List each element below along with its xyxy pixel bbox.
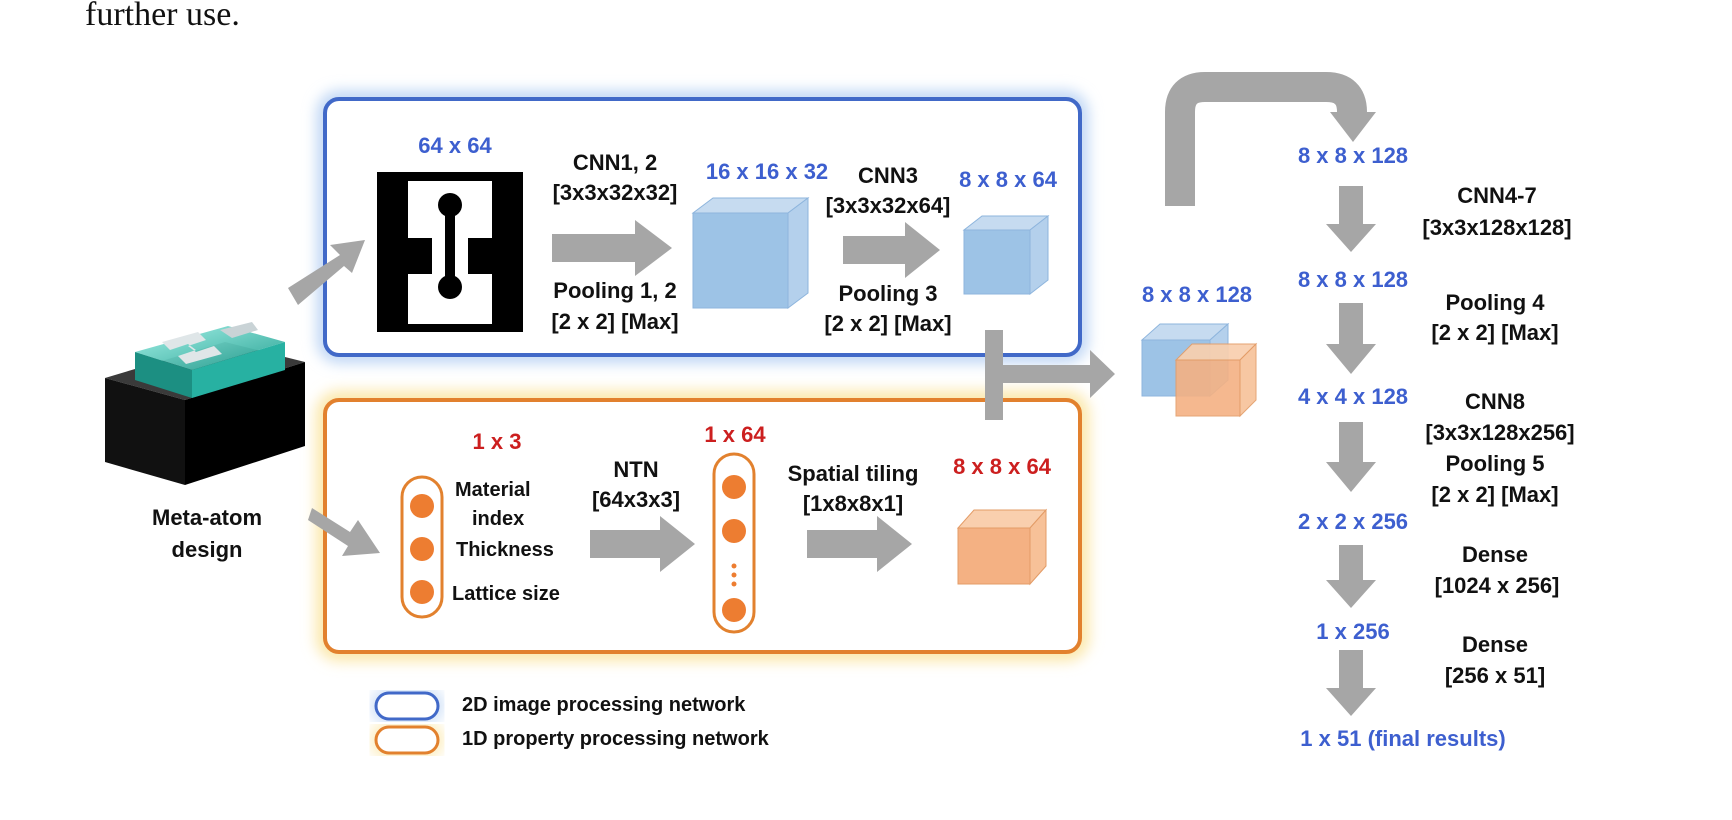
ntn-ellipsis-dot — [731, 581, 737, 587]
arrow-to-image — [288, 240, 365, 305]
body-text-fragment: further use. — [85, 0, 240, 33]
label-size-right-5: 1 x 256 — [1316, 619, 1390, 644]
label-size-right-2: 8 x 8 x 128 — [1297, 267, 1409, 292]
label-op-dense1: Dense — [1461, 542, 1529, 567]
label-size-1x64: 1 x 64 — [704, 422, 766, 447]
label-size-right-3: 4 x 4 x 128 — [1297, 384, 1409, 409]
label-pool3-name: Pooling 3 — [838, 281, 938, 306]
label-size-right-4: 2 x 2 x 256 — [1297, 509, 1409, 534]
legend-blue-swatch — [374, 691, 440, 721]
label-tiling-name: Spatial tiling — [787, 461, 919, 486]
label-op-cnn8: CNN8 — [1465, 389, 1525, 414]
ntn-dot — [722, 598, 746, 622]
label-op-pool5: Pooling 5 — [1445, 451, 1545, 476]
ntn-dot — [722, 475, 746, 499]
label-op-pool4: Pooling 4 — [1445, 290, 1545, 315]
label-concat-size: 8 x 8 x 128 — [1141, 282, 1253, 307]
label-op-cnn47: CNN4-7 — [1457, 183, 1537, 208]
label-op-pool4-dims: [2 x 2] [Max] — [1431, 320, 1559, 345]
label-cnn3-dims: [3x3x32x64] — [825, 193, 951, 218]
label-op-dense2-dims: [256 x 51] — [1444, 663, 1546, 688]
label-cnn12-dims: [3x3x32x32] — [552, 180, 678, 205]
legend-orange-swatch — [374, 725, 440, 755]
label-prop-material: Material — [455, 479, 531, 501]
legend-label-2d: 2D image processing network — [462, 694, 746, 716]
label-ntn-name: NTN — [613, 457, 659, 482]
concat-arrow — [1003, 350, 1115, 398]
label-cnn3-name: CNN3 — [858, 163, 918, 188]
label-cnn12-name: CNN1, 2 — [572, 150, 658, 175]
meta-atom-block — [105, 322, 305, 485]
label-prop-thickness: Thickness — [456, 539, 554, 561]
label-blue-8x8x64: 8 x 8 x 64 — [959, 167, 1057, 192]
property-dot — [410, 494, 434, 518]
arrow-cnn12 — [552, 220, 672, 276]
property-dot — [410, 580, 434, 604]
arrow-tiling — [807, 516, 912, 572]
legend-label-1d: 1D property processing network — [462, 728, 769, 750]
label-meta-atom: Meta-atom — [151, 505, 263, 530]
cube-orange-8x8x64 — [956, 508, 1048, 586]
label-op-dense1-dims: [1024 x 256] — [1434, 573, 1560, 598]
label-prop-lattice: Lattice size — [452, 583, 560, 605]
cube-concat-8x8x128 — [1140, 322, 1258, 418]
cube-16x16x32 — [691, 197, 810, 309]
label-op-cnn47-dims: [3x3x128x128] — [1422, 215, 1572, 240]
property-dot — [410, 537, 434, 561]
label-pool12-dims: [2 x 2] [Max] — [551, 309, 679, 334]
label-pool3-dims: [2 x 2] [Max] — [824, 311, 952, 336]
label-design: design — [171, 537, 243, 562]
input-pattern-image — [377, 172, 523, 332]
label-op-cnn8-dims: [3x3x128x256] — [1425, 420, 1575, 445]
label-op-dense2: Dense — [1461, 632, 1529, 657]
label-final-results: 1 x 51 (final results) — [1300, 726, 1506, 751]
concat-bar — [985, 330, 1003, 420]
label-size-right-1: 8 x 8 x 128 — [1297, 143, 1409, 168]
arrow-ntn — [590, 516, 695, 572]
label-orange-8x8x64: 8 x 8 x 64 — [953, 454, 1051, 479]
ntn-ellipsis-dot — [731, 572, 737, 578]
cube-blue-8x8x64 — [962, 214, 1050, 296]
label-input-size: 64 x 64 — [418, 133, 492, 158]
ntn-ellipsis-dot — [731, 563, 737, 569]
label-size-16: 16 x 16 x 32 — [705, 159, 829, 184]
ntn-dot — [722, 519, 746, 543]
arrow-cnn3 — [843, 222, 940, 278]
label-size-1x3: 1 x 3 — [472, 429, 522, 454]
label-ntn-dims: [64x3x3] — [591, 487, 681, 512]
arrow-to-properties — [308, 508, 380, 556]
right-column-arrows — [1326, 186, 1376, 716]
label-op-pool5-dims: [2 x 2] [Max] — [1431, 482, 1559, 507]
label-pool12-name: Pooling 1, 2 — [553, 278, 677, 303]
curved-arrow-head — [1330, 112, 1376, 142]
label-tiling-dims: [1x8x8x1] — [802, 491, 904, 516]
label-prop-index: index — [472, 508, 525, 530]
curved-arrow-path — [1165, 72, 1367, 206]
